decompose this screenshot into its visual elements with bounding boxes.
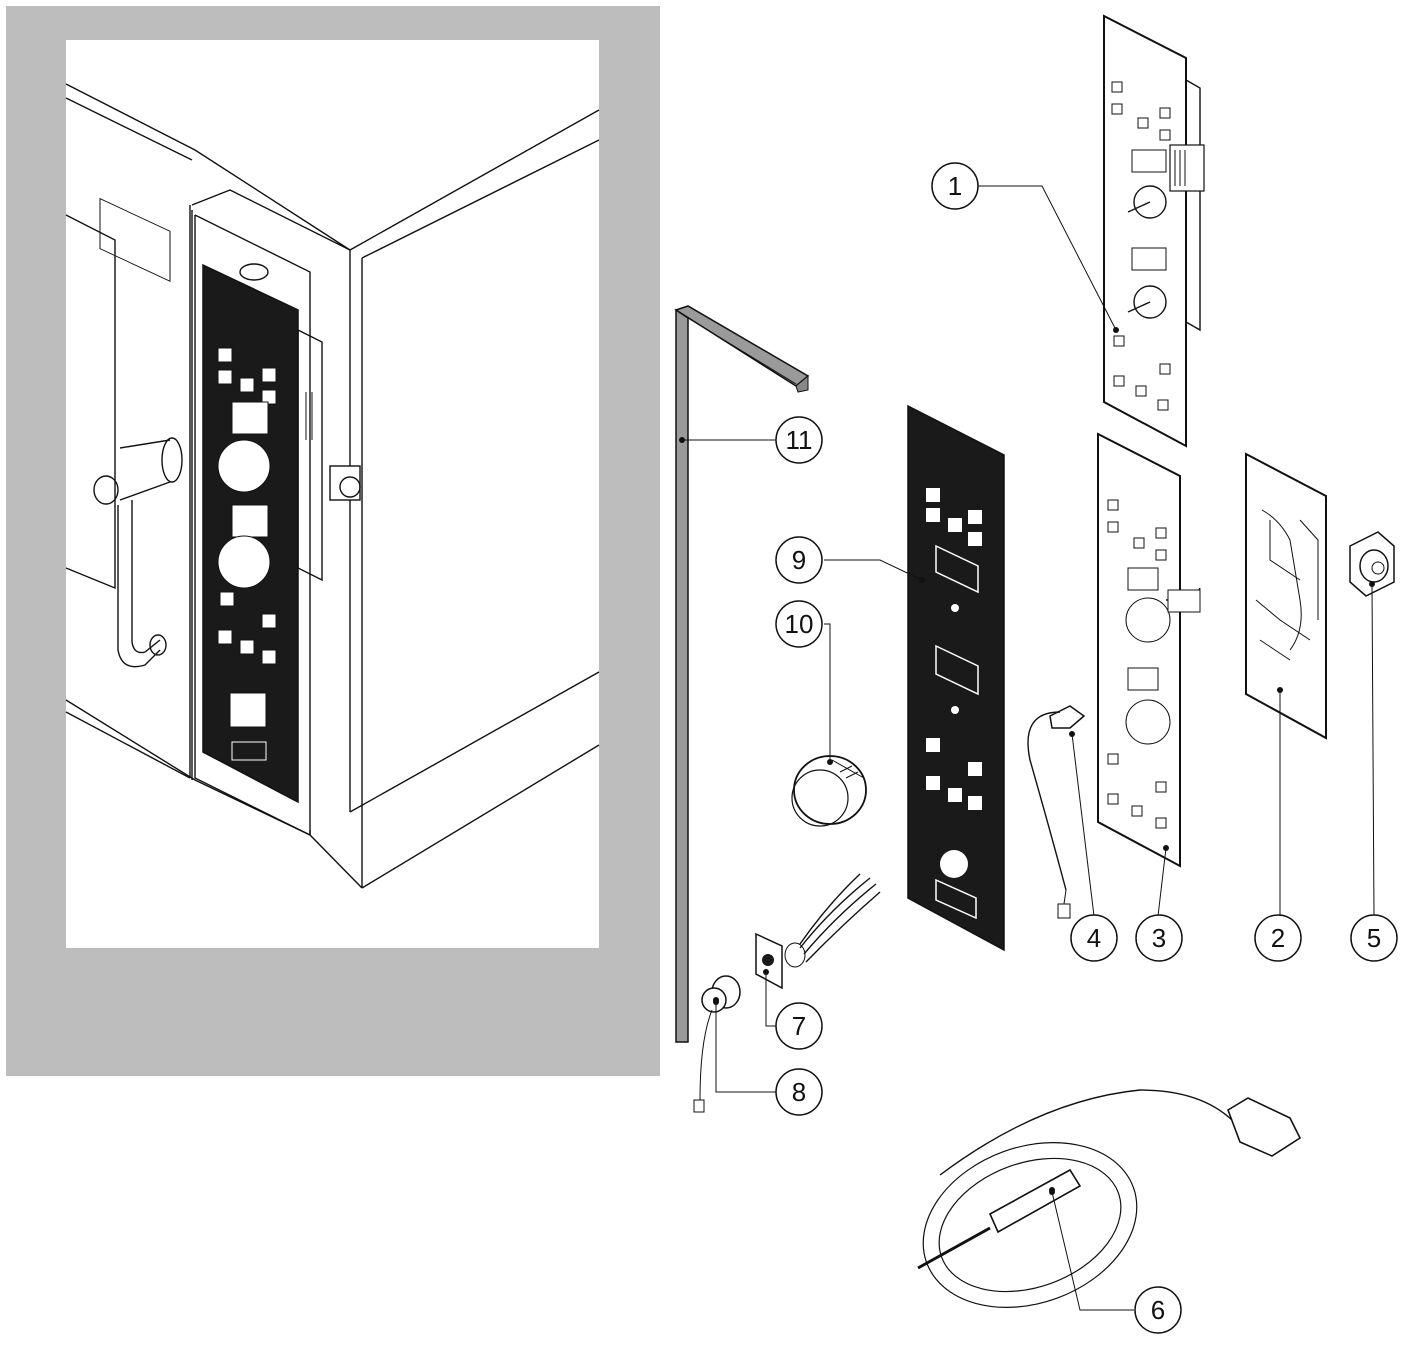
- callout-9-label: 9: [792, 545, 806, 575]
- part-3-circuit-board: [1097, 432, 1201, 868]
- callout-11: 11: [775, 416, 823, 464]
- part-8-button: [693, 975, 741, 1113]
- callout-5: 5: [1350, 914, 1398, 962]
- callout-6-label: 6: [1151, 1295, 1165, 1325]
- callout-3-label: 3: [1152, 923, 1166, 953]
- callout-8: 8: [775, 1068, 823, 1116]
- callout-5-label: 5: [1367, 923, 1381, 953]
- callout-10: 10: [775, 600, 823, 648]
- callout-9: 9: [775, 536, 823, 584]
- callout-4: 4: [1070, 914, 1118, 962]
- callout-4-label: 4: [1087, 923, 1101, 953]
- callout-1-label: 1: [948, 171, 962, 201]
- callout-8-label: 8: [792, 1077, 806, 1107]
- leader-lines: [679, 185, 1375, 1311]
- inset-overview: [6, 6, 660, 1076]
- part-7-connector: [755, 873, 881, 990]
- part-1-control-board: [1103, 14, 1205, 448]
- callout-11-label: 11: [786, 425, 813, 455]
- callout-1: 1: [931, 162, 979, 210]
- callout-7-label: 7: [792, 1011, 806, 1041]
- callout-10-label: 10: [785, 609, 814, 639]
- part-10-knob: [791, 755, 867, 827]
- oven-body-drawing: [65, 83, 600, 889]
- part-2-back-board: [1245, 452, 1327, 740]
- callout-7: 7: [775, 1002, 823, 1050]
- callout-6: 6: [1134, 1286, 1182, 1334]
- part-4-cable: [1027, 705, 1086, 919]
- part-9-front-panel: [907, 404, 1005, 952]
- callout-2-label: 2: [1271, 923, 1285, 953]
- part-6-probe: [917, 1089, 1302, 1308]
- part-11-bracket-bar: [674, 305, 810, 1043]
- callout-3: 3: [1135, 914, 1183, 962]
- callout-2: 2: [1254, 914, 1302, 962]
